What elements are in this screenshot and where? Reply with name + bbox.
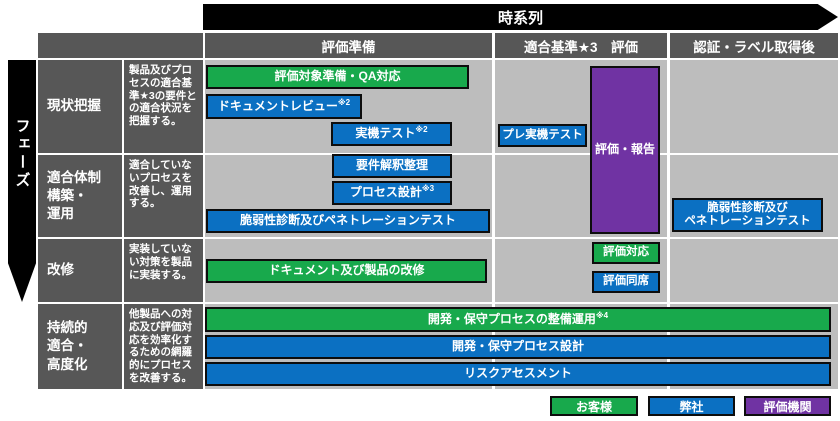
bar-requirement-interpretation: 要件解釈整理 (332, 154, 452, 178)
column-header-conformity-evaluation: 適合基準★3 評価 (495, 33, 667, 58)
row-description-conformity-system: 適合していないプロセスを改善し、運用する。 (124, 155, 203, 237)
row-label-text: 現状把握 (47, 98, 101, 114)
row-label-modification: 改修 (38, 239, 122, 302)
bar-risk-assessment: リスクアセスメント (205, 362, 831, 386)
column-header-evaluation-prep: 評価準備 (205, 33, 492, 58)
bar-label: 評価・報告 (594, 142, 655, 157)
bar-label: ドキュメントレビュー (217, 98, 338, 113)
row-description-text: 実装していない対策を製品に実装する。 (129, 243, 192, 281)
bar-label: プロセス設計 (349, 185, 422, 200)
bar-label: 開発・保守プロセス設計 (451, 339, 584, 354)
bar-label: 評価同席 (603, 275, 649, 288)
row-description-text: 他製品への対応及び評価対応を効率化するための網羅的にプロセスを改善する。 (129, 308, 192, 384)
lane-row3-col3 (670, 239, 838, 302)
row-description-continuous-conformity: 他製品への対応及び評価対応を効率化するための網羅的にプロセスを改善する。 (124, 304, 203, 389)
legend-customer: お客様 (550, 396, 638, 416)
bar-label-line1: 脆弱性診断及び (707, 201, 788, 214)
row-label-text: 適合体制 構築・ 運用 (47, 169, 101, 222)
timeline-arrow-label: 時系列 (497, 9, 543, 27)
timeline-arrow: 時系列 (203, 4, 838, 30)
legend-label: 評価機関 (763, 399, 812, 414)
legend-label: 弊社 (679, 399, 704, 414)
bar-label: 要件解釈整理 (355, 158, 428, 173)
bar-document-review: ドキュメントレビュー※2 (206, 94, 362, 119)
bar-label: 実機テスト (355, 126, 416, 141)
bar-label: ドキュメント及び製品の改修 (268, 263, 425, 278)
bar-label-line2: ペネトレーションテスト (684, 215, 811, 227)
column-header-label: 適合基準★3 評価 (523, 39, 639, 55)
row-description-text: 製品及びプロセスの適合基準★3の要件との適合状況を把握する。 (129, 64, 197, 128)
bar-dev-maintenance-design: 開発・保守プロセス設計 (205, 335, 831, 359)
bar-device-test: 実機テスト※2 (331, 122, 452, 146)
row-label-continuous-conformity: 持続的 適合・ 高度化 (38, 304, 122, 389)
bar-process-design: プロセス設計※3 (332, 181, 452, 205)
column-header-post-certification: 認証・ラベル取得後 (670, 33, 838, 58)
bar-footnote: ※2 (337, 97, 351, 107)
legend-company: 弊社 (648, 396, 735, 416)
bar-label: 脆弱性診断及びペネトレーションテスト (240, 213, 456, 228)
legend-evaluator: 評価機関 (744, 396, 831, 416)
bar-document-product-fix: ドキュメント及び製品の改修 (206, 259, 487, 283)
row-label-current-status: 現状把握 (38, 60, 122, 153)
phase-arrow-label: フェーズ (13, 118, 31, 190)
bar-vulnerability-pentest-post: 脆弱性診断及び ペネトレーションテスト (672, 198, 823, 232)
bar-evaluation-attendance: 評価同席 (592, 271, 660, 293)
column-header-label: 認証・ラベル取得後 (693, 39, 815, 55)
legend-label: お客様 (575, 399, 612, 414)
bar-footnote: ※3 (421, 184, 435, 194)
bar-label: リスクアセスメント (464, 366, 572, 381)
phase-arrow: フェーズ (8, 60, 36, 302)
column-header-label: 評価準備 (321, 39, 376, 55)
row-label-text: 持続的 適合・ 高度化 (47, 320, 88, 372)
row-description-text: 適合していないプロセスを改善し、運用する。 (129, 159, 192, 210)
row-description-modification: 実装していない対策を製品に実装する。 (124, 239, 203, 302)
lane-row1-col3 (670, 60, 838, 153)
row-label-conformity-system: 適合体制 構築・ 運用 (38, 155, 122, 237)
bar-dev-maintenance-operation: 開発・保守プロセスの整備運用※4 (205, 307, 831, 332)
bar-footnote: ※2 (415, 125, 428, 135)
bar-evaluation-target-prep: 評価対象準備・QA対応 (206, 65, 469, 89)
bar-vulnerability-pentest: 脆弱性診断及びペネトレーションテスト (206, 209, 490, 233)
bar-label: 評価対応 (603, 246, 649, 259)
row-label-text: 改修 (47, 262, 74, 278)
bar-label: 評価対象準備・QA対応 (274, 69, 401, 84)
header-blank-cell (38, 33, 203, 58)
bar-evaluation-support: 評価対応 (592, 242, 660, 264)
bar-pre-device-test: プレ実機テスト (498, 124, 587, 147)
bar-label: プレ実機テスト (502, 128, 583, 141)
bar-evaluation-report: 評価・報告 (590, 66, 660, 234)
row-description-current-status: 製品及びプロセスの適合基準★3の要件との適合状況を把握する。 (124, 60, 203, 153)
bar-footnote: ※4 (595, 310, 609, 320)
bar-label: 開発・保守プロセスの整備運用 (427, 311, 596, 326)
